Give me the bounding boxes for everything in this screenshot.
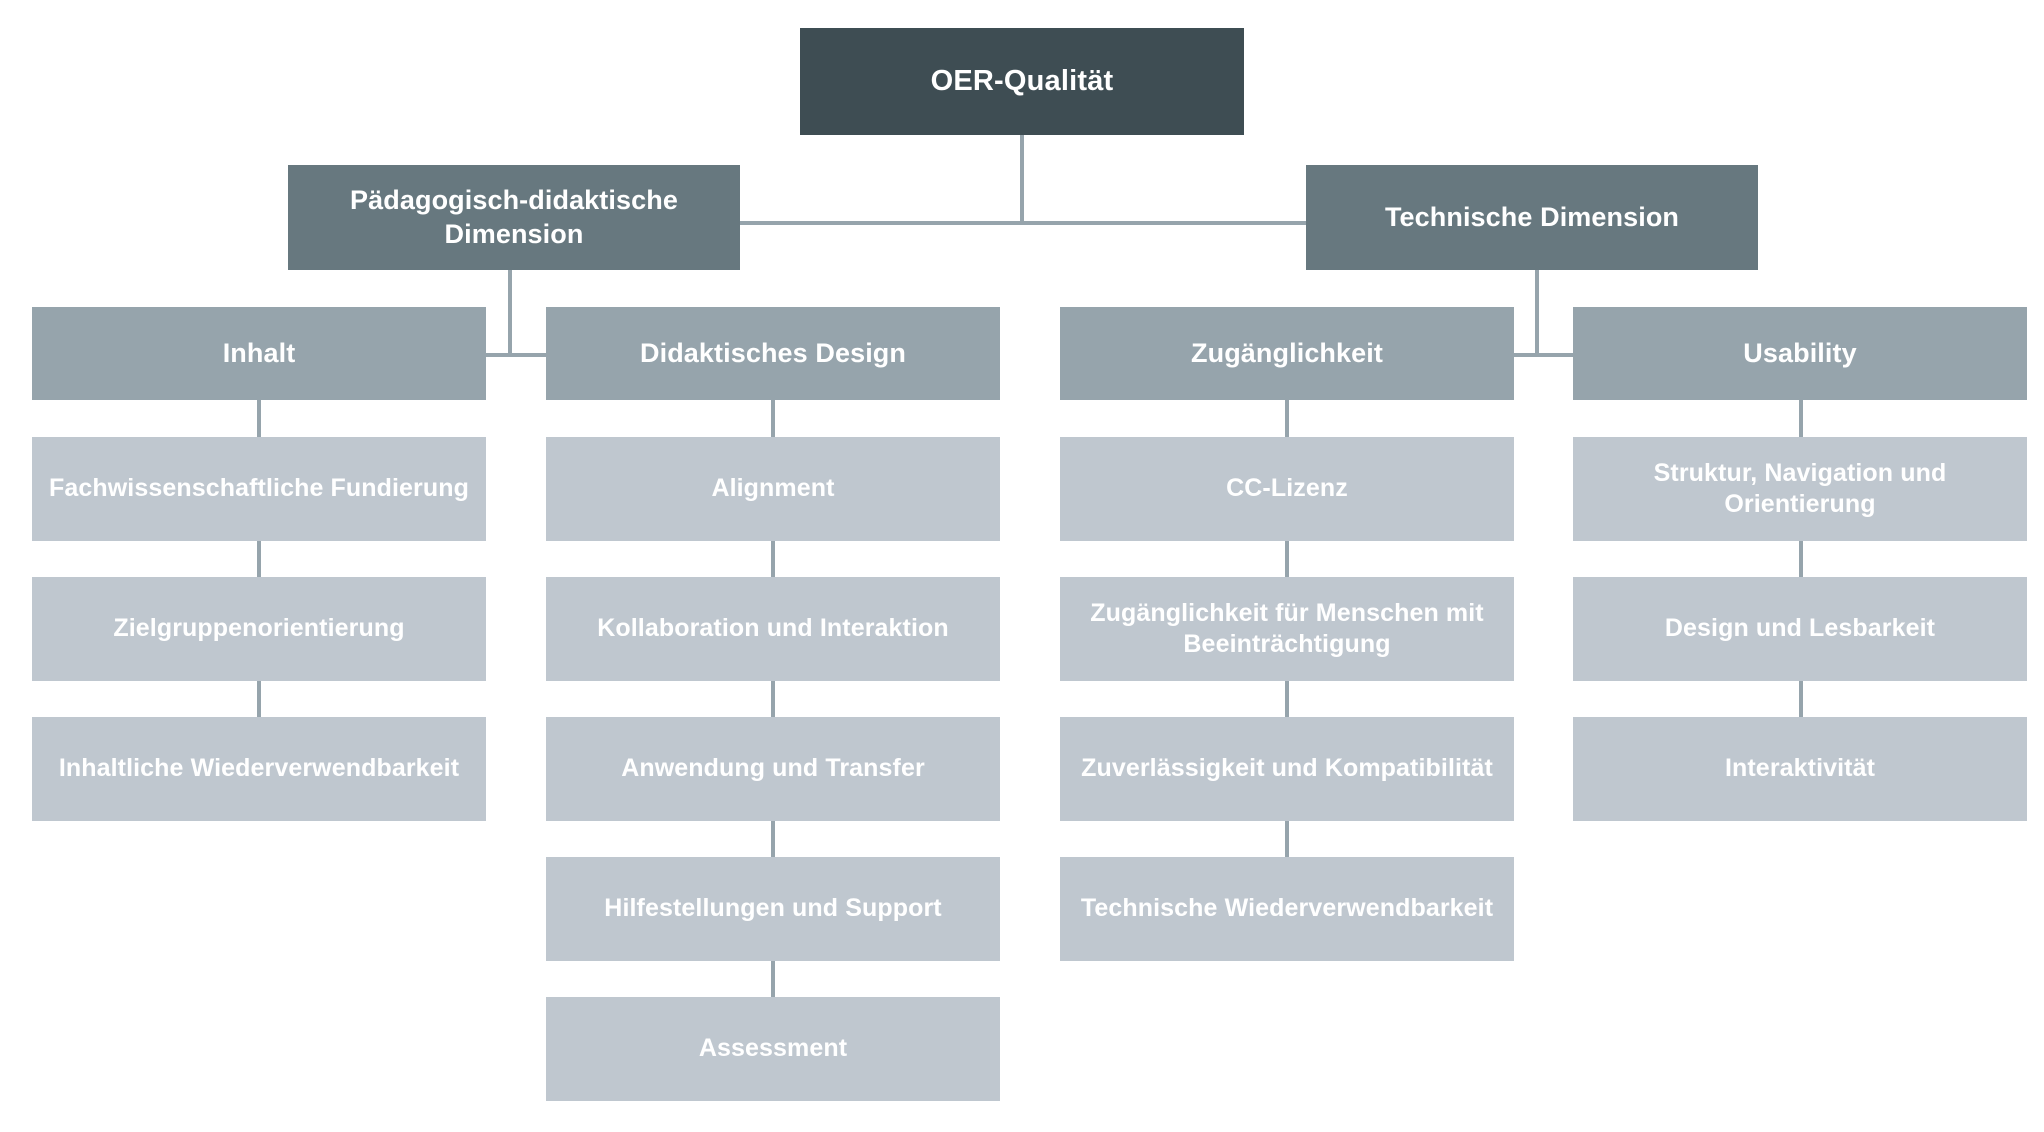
node-leaf-technische-wiederverwendbarkeit[interactable]: Technische Wiederverwendbarkeit (1060, 857, 1514, 961)
node-leaf-interaktivitaet[interactable]: Interaktivität (1573, 717, 2027, 821)
node-leaf-alignment[interactable]: Alignment (546, 437, 1000, 541)
connector-column-didaktisches-design-spine (771, 400, 775, 998)
node-leaf-kollaboration-und-interaktion[interactable]: Kollaboration und Interaktion (546, 577, 1000, 681)
node-leaf-zuverlaessigkeit-und-kompatibilitaet[interactable]: Zuverlässigkeit und Kompatibilität (1060, 717, 1514, 821)
connector-left-dimension-stem (508, 268, 512, 356)
node-leaf-label: Interaktivität (1724, 754, 1876, 783)
node-leaf-label: Zuverlässigkeit und Kompatibilität (1081, 754, 1493, 783)
connector-dimension-bus (738, 221, 1308, 225)
node-leaf-label: Assessment (698, 1034, 848, 1063)
node-leaf-label: Fachwissenschaftliche Fundierung (49, 474, 469, 503)
node-category-label: Usability (1743, 337, 1857, 368)
node-category-inhalt[interactable]: Inhalt (32, 307, 486, 400)
node-leaf-inhaltliche-wiederverwendbarkeit[interactable]: Inhaltliche Wiederverwendbarkeit (32, 717, 486, 821)
node-leaf-label: Zielgruppenorientierung (113, 614, 405, 643)
node-leaf-assessment[interactable]: Assessment (546, 997, 1000, 1101)
connector-right-category-bus (1513, 353, 1573, 357)
node-leaf-label: Technische Wiederverwendbarkeit (1080, 894, 1494, 923)
node-category-label: Inhalt (222, 337, 296, 368)
connector-left-category-bus (486, 353, 546, 357)
node-leaf-hilfestellungen-und-support[interactable]: Hilfestellungen und Support (546, 857, 1000, 961)
node-leaf-label: Zugänglichkeit für Menschen mit Beeinträ… (1090, 598, 1484, 658)
node-leaf-fachwissenschaftliche-fundierung[interactable]: Fachwissenschaftliche Fundierung (32, 437, 486, 541)
node-leaf-design-und-lesbarkeit[interactable]: Design und Lesbarkeit (1573, 577, 2027, 681)
node-leaf-struktur-navigation-und-orientierung[interactable]: Struktur, Navigation und Orientierung (1573, 437, 2027, 541)
node-leaf-label: Hilfestellungen und Support (604, 894, 942, 923)
node-dimension-label: Pädagogisch-didaktische Dimension (350, 184, 678, 249)
node-category-label: Zugänglichkeit (1191, 337, 1383, 368)
node-category-usability[interactable]: Usability (1573, 307, 2027, 400)
connector-column-usability-spine (1799, 400, 1803, 718)
node-category-zugaenglichkeit[interactable]: Zugänglichkeit (1060, 307, 1514, 400)
node-leaf-label: Inhaltliche Wiederverwendbarkeit (58, 754, 460, 783)
node-leaf-label: Anwendung und Transfer (621, 754, 925, 783)
node-dimension-label: Technische Dimension (1384, 201, 1680, 232)
node-leaf-label: Alignment (711, 474, 835, 503)
node-root-oer-qualitaet[interactable]: OER-Qualität (800, 28, 1244, 135)
node-dimension-paedagogisch-didaktische[interactable]: Pädagogisch-didaktische Dimension (288, 165, 740, 270)
node-leaf-label: Kollaboration und Interaktion (597, 614, 949, 643)
node-leaf-label: CC-Lizenz (1226, 474, 1348, 503)
node-dimension-technische[interactable]: Technische Dimension (1306, 165, 1758, 270)
node-root-label: OER-Qualität (930, 65, 1114, 98)
connector-root-stem (1020, 135, 1024, 223)
node-leaf-label: Struktur, Navigation und Orientierung (1653, 458, 1947, 518)
node-leaf-zugaenglichkeit-fuer-menschen-mit-beeintraechtigung[interactable]: Zugänglichkeit für Menschen mit Beeinträ… (1060, 577, 1514, 681)
node-category-didaktisches-design[interactable]: Didaktisches Design (546, 307, 1000, 400)
node-category-label: Didaktisches Design (640, 337, 906, 368)
node-leaf-anwendung-und-transfer[interactable]: Anwendung und Transfer (546, 717, 1000, 821)
node-leaf-cc-lizenz[interactable]: CC-Lizenz (1060, 437, 1514, 541)
node-leaf-zielgruppenorientierung[interactable]: Zielgruppenorientierung (32, 577, 486, 681)
connector-column-inhalt-spine (257, 400, 261, 718)
node-leaf-label: Design und Lesbarkeit (1664, 614, 1936, 643)
connector-right-dimension-stem (1535, 268, 1539, 356)
